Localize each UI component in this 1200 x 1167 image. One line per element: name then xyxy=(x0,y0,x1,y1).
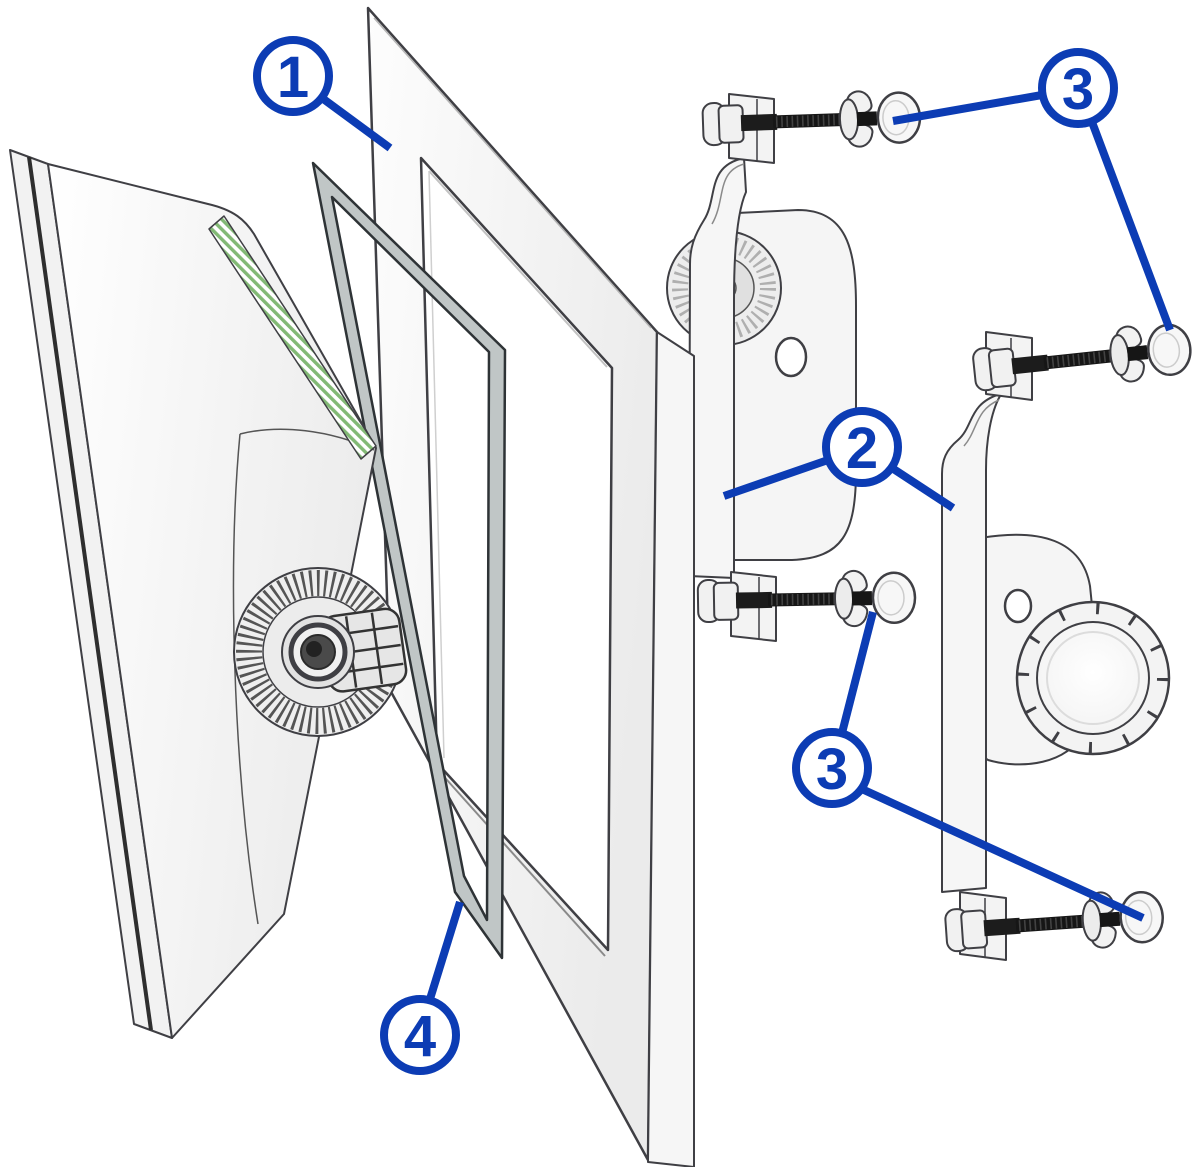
gasket-seal xyxy=(311,161,507,960)
right-mount-bracket xyxy=(942,320,1193,960)
bracket-arm xyxy=(941,393,1001,893)
panel-edge xyxy=(647,331,695,1167)
callout-2-label: 2 xyxy=(846,416,878,481)
mounting-panel xyxy=(366,6,695,1167)
display-device xyxy=(9,149,408,1039)
callout-3-top: 3 xyxy=(892,48,1174,332)
panel-cutout xyxy=(428,170,608,957)
callout-3-bottom: 3 xyxy=(792,611,1145,922)
callout-3-top-label: 3 xyxy=(1062,57,1094,122)
mount-knob xyxy=(1015,600,1171,756)
callout-1-label: 1 xyxy=(277,45,309,110)
callout-1: 1 xyxy=(253,36,393,152)
plate-hole xyxy=(774,336,808,378)
plate-hole xyxy=(1003,588,1033,624)
left-mount-bracket xyxy=(666,89,921,642)
panel-face xyxy=(366,6,659,1162)
callout-4: 4 xyxy=(380,900,464,1075)
gasket-channel-green xyxy=(208,215,377,460)
callout-2: 2 xyxy=(722,407,956,512)
mount-connector xyxy=(233,567,408,737)
callout-4-label: 4 xyxy=(404,1004,436,1069)
bracket-arm xyxy=(688,157,747,579)
callout-3-bottom-label: 3 xyxy=(816,737,848,802)
thumb-screw-top-right xyxy=(972,320,1194,398)
